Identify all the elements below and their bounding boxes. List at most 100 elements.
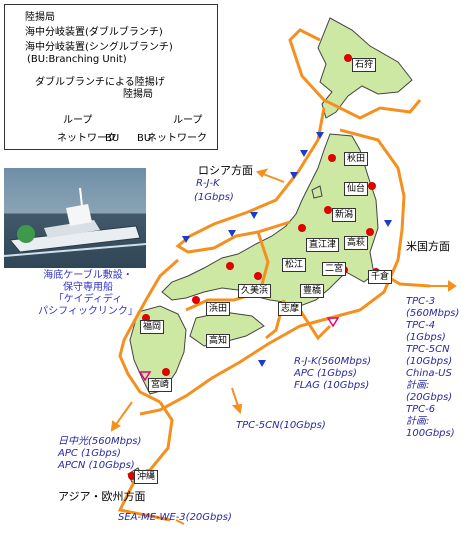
usa-system-item: (20Gbps) <box>406 392 453 403</box>
legend-diagram-station-label: 陸揚局 <box>123 89 153 100</box>
usa-system-item: (1Gbps) <box>406 332 446 343</box>
usa-system-item: 計画: <box>406 380 430 391</box>
legend-network-left: ネットワーク <box>57 133 117 144</box>
city-label-naoetsu: 直江津 <box>306 238 340 252</box>
city-label-niigata: 新潟 <box>332 208 357 222</box>
city-label-matsue: 松江 <box>282 258 307 272</box>
russia-heading: ロシア方面 <box>198 164 253 177</box>
china-system-item: 日中光(560Mbps) <box>58 436 142 447</box>
landing-kumihama <box>254 272 262 280</box>
legend-diagram-title: ダブルブランチによる陸揚げ <box>35 77 165 88</box>
russia-capacity: (1Gbps) <box>194 192 234 203</box>
ship-superstructure <box>66 204 92 226</box>
legend-row-landing: 陸揚局 <box>25 8 55 23</box>
ship-caption-line: パシフィックリンク」 <box>38 306 138 317</box>
legend-loop-left: ループ <box>63 115 93 126</box>
south-system-list: R-J-K(560Mbps) APC (1Gbps) FLAG (10Gbps) <box>294 356 371 392</box>
landing-naoetsu <box>298 224 306 232</box>
china-system-item: APCN (10Gbps) <box>58 460 135 471</box>
seamewe-label: SEA-ME-WE-3(20Gbps) <box>118 512 232 523</box>
usa-system-item: TPC-3 <box>406 296 436 307</box>
legend-text: 海中分岐装置(シングルブランチ) <box>25 42 173 53</box>
legend-loop-right: ループ <box>173 115 203 126</box>
ship-caption-line: 保守専用船 <box>63 282 113 293</box>
china-system-item: APC (1Gbps) <box>58 448 121 459</box>
legend-row-double: 海中分岐装置(ダブルブランチ) <box>25 23 163 38</box>
landing-matsue <box>226 262 234 270</box>
usa-system-item: (10Gbps) <box>406 356 453 367</box>
legend-text: 陸揚局 <box>25 12 55 23</box>
south-system-item: FLAG (10Gbps) <box>294 380 370 391</box>
bu-double-icon <box>182 236 190 243</box>
legend-text: (BU:Branching Unit) <box>27 54 127 65</box>
seamewe-link <box>117 477 171 522</box>
south-system-item: R-J-K(560Mbps) <box>294 356 372 367</box>
bu-double-icon <box>316 132 324 139</box>
tpc5-label: TPC-5CN(10Gbps) <box>236 420 326 431</box>
ship-mast <box>79 187 83 207</box>
bu-double-icon <box>384 220 392 227</box>
ship-caption-line: 海底ケーブル敷設・ <box>43 270 133 281</box>
bu-single-icon <box>138 371 152 382</box>
arrow-tpc5 <box>231 387 243 415</box>
cable-ship-illustration <box>4 187 146 257</box>
usa-system-item: 計画: <box>406 416 430 427</box>
usa-heading: 米国方面 <box>406 240 450 253</box>
city-label-toyohashi: 豊橋 <box>300 284 325 298</box>
kyushu-ring <box>118 258 179 404</box>
arrow-seamewe <box>175 519 185 525</box>
bu-double-icon <box>300 150 308 157</box>
landing-niigata <box>324 206 332 214</box>
landing-takahagi <box>366 228 374 236</box>
hokkaido-ring <box>288 28 422 120</box>
landing-ishikari <box>344 54 352 62</box>
legend: 陸揚局 海中分岐装置(ダブルブランチ) 海中分岐装置(シングルブランチ) (BU… <box>4 4 218 150</box>
city-label-chikura: 千倉 <box>368 270 393 284</box>
bu-double-icon <box>250 212 258 219</box>
city-label-akita: 秋田 <box>344 152 369 166</box>
route-arrows <box>110 168 457 525</box>
city-label-okinawa: 沖縄 <box>134 470 159 484</box>
landing-hamada <box>192 296 200 304</box>
ship-wake <box>4 243 146 257</box>
legend-network-right: ネットワーク <box>147 133 207 144</box>
city-label-takahagi: 高萩 <box>344 236 369 250</box>
legend-row-bu-note: (BU:Branching Unit) <box>27 54 127 65</box>
city-label-hamada: 浜田 <box>206 302 231 316</box>
city-label-miyazaki: 宮崎 <box>148 378 173 392</box>
usa-system-list: TPC-3 (560Mbps) TPC-4 (1Gbps) TPC-5CN (1… <box>406 296 459 440</box>
usa-system-item: TPC-5CN <box>406 344 450 355</box>
bu-double-icon <box>290 172 298 179</box>
usa-system-item: 100Gbps) <box>406 428 455 439</box>
east-pacific-ring <box>139 128 406 416</box>
bu-double-icon <box>228 230 236 237</box>
usa-system-item: TPC-4 <box>406 320 436 331</box>
arrow-usa <box>430 280 457 292</box>
south-spur-a <box>298 309 332 341</box>
south-system-item: APC (1Gbps) <box>294 368 357 379</box>
landing-sendai <box>368 182 376 190</box>
landing-miyazaki <box>162 368 170 376</box>
arrow-russia <box>256 168 285 183</box>
usa-system-item: TPC-6 <box>406 404 436 415</box>
city-label-sendai: 仙台 <box>344 182 369 196</box>
usa-system-item: (560Mbps) <box>406 308 460 319</box>
city-label-kumihama: 久美浜 <box>238 284 272 298</box>
usa-system-item: China-US <box>406 368 452 379</box>
legend-bu-left: BU <box>105 133 120 144</box>
bu-double-markers <box>182 132 392 367</box>
city-label-fukuoka: 福岡 <box>140 320 165 334</box>
ship-deck <box>44 220 100 238</box>
city-label-ninomiya: 二宮 <box>322 262 347 276</box>
cable-ship-photo <box>4 168 146 268</box>
city-label-ishikari: 石狩 <box>352 58 377 72</box>
city-label-shima: 志摩 <box>278 302 303 316</box>
bu-single-icon <box>326 317 340 328</box>
legend-text: 海中分岐装置(ダブルブランチ) <box>25 27 163 38</box>
legend-bu-right: BU <box>137 133 152 144</box>
asia-europe-heading: アジア・欧州方面 <box>58 490 146 503</box>
city-label-kochi: 高知 <box>206 334 231 348</box>
arrow-china <box>110 401 133 432</box>
ship-caption-line: 「ケイディディ <box>53 294 123 305</box>
russia-system: R-J-K <box>196 178 220 189</box>
